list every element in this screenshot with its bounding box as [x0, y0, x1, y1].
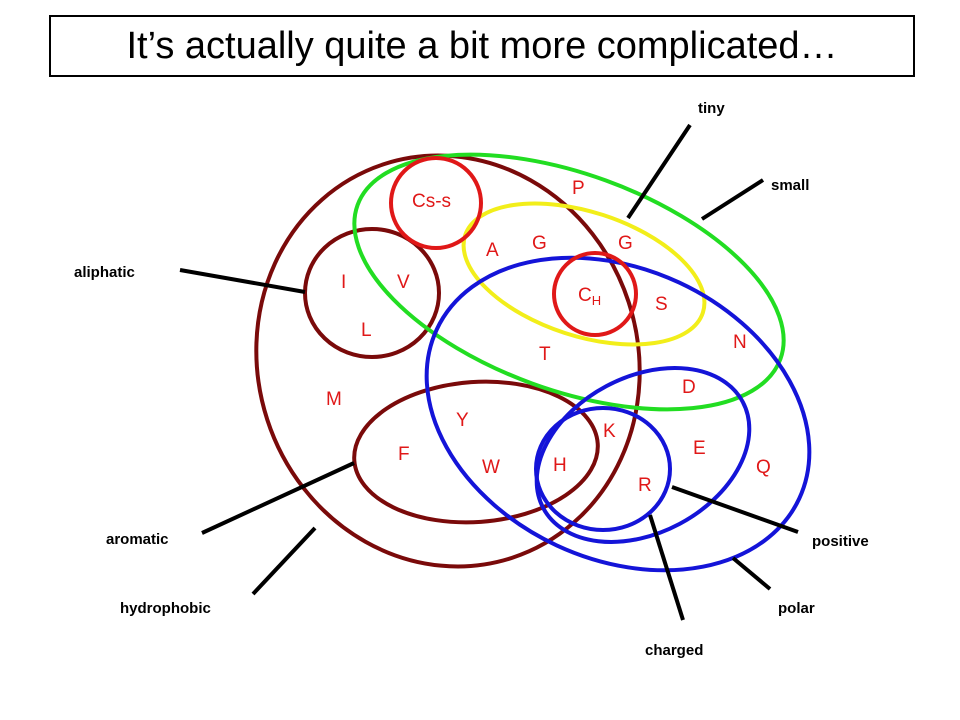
aliphatic-label: aliphatic — [74, 264, 135, 281]
aromatic-pointer — [201, 461, 355, 535]
amino-acid-f: F — [398, 444, 410, 465]
aromatic-set — [352, 379, 600, 525]
amino-acid-c-subscript: H — [592, 293, 601, 308]
amino-acid-a: A — [486, 240, 499, 261]
amino-acid-t: T — [539, 344, 551, 365]
aliphatic-set — [303, 227, 441, 359]
amino-acid-r: R — [638, 475, 652, 496]
small-label: small — [771, 177, 809, 194]
positive-set — [534, 406, 672, 532]
tiny-label: tiny — [698, 100, 725, 117]
small-pointer — [700, 178, 765, 221]
positive-pointer — [671, 485, 799, 534]
amino-acid-l: L — [361, 320, 372, 341]
amino-acid-i: I — [341, 272, 346, 293]
amino-acid-n: N — [733, 332, 747, 353]
small-set — [352, 152, 786, 412]
amino-acid-y: Y — [456, 410, 469, 431]
hydrophobic-label: hydrophobic — [120, 600, 211, 617]
title-box: It’s actually quite a bit more complicat… — [49, 15, 915, 77]
hydrophobic-set — [254, 153, 642, 569]
amino-acid-g: G — [618, 233, 633, 254]
amino-acid-d: D — [682, 377, 696, 398]
charged-pointer — [648, 514, 685, 621]
amino-acid-q: Q — [756, 457, 771, 478]
polar-label: polar — [778, 600, 815, 617]
amino-acid-w: W — [482, 457, 500, 478]
amino-acid-p: P — [572, 178, 585, 199]
polar-pointer — [731, 556, 772, 591]
aliphatic-pointer — [179, 268, 306, 294]
tiny-set — [461, 201, 707, 347]
polar-set — [424, 255, 812, 573]
hydrophobic-pointer — [251, 526, 317, 596]
amino-acid-s: S — [655, 294, 668, 315]
amino-acid-cs-s: Cs-s — [412, 191, 451, 212]
amino-acid-c-h: CH — [578, 285, 601, 308]
amino-acid-c: C — [578, 285, 592, 306]
charged-set — [534, 366, 752, 544]
cysteine-h-circle — [552, 251, 638, 337]
aromatic-label: aromatic — [106, 531, 169, 548]
cysteine-ss-circle — [389, 156, 483, 250]
amino-acid-g: G — [532, 233, 547, 254]
page-title: It’s actually quite a bit more complicat… — [126, 24, 838, 67]
amino-acid-h: H — [553, 455, 567, 476]
amino-acid-v: V — [397, 272, 410, 293]
amino-acid-m: M — [326, 389, 342, 410]
amino-acid-k: K — [603, 421, 616, 442]
amino-acid-e: E — [693, 438, 706, 459]
tiny-pointer — [626, 123, 692, 220]
positive-label: positive — [812, 533, 869, 550]
charged-label: charged — [645, 642, 703, 659]
